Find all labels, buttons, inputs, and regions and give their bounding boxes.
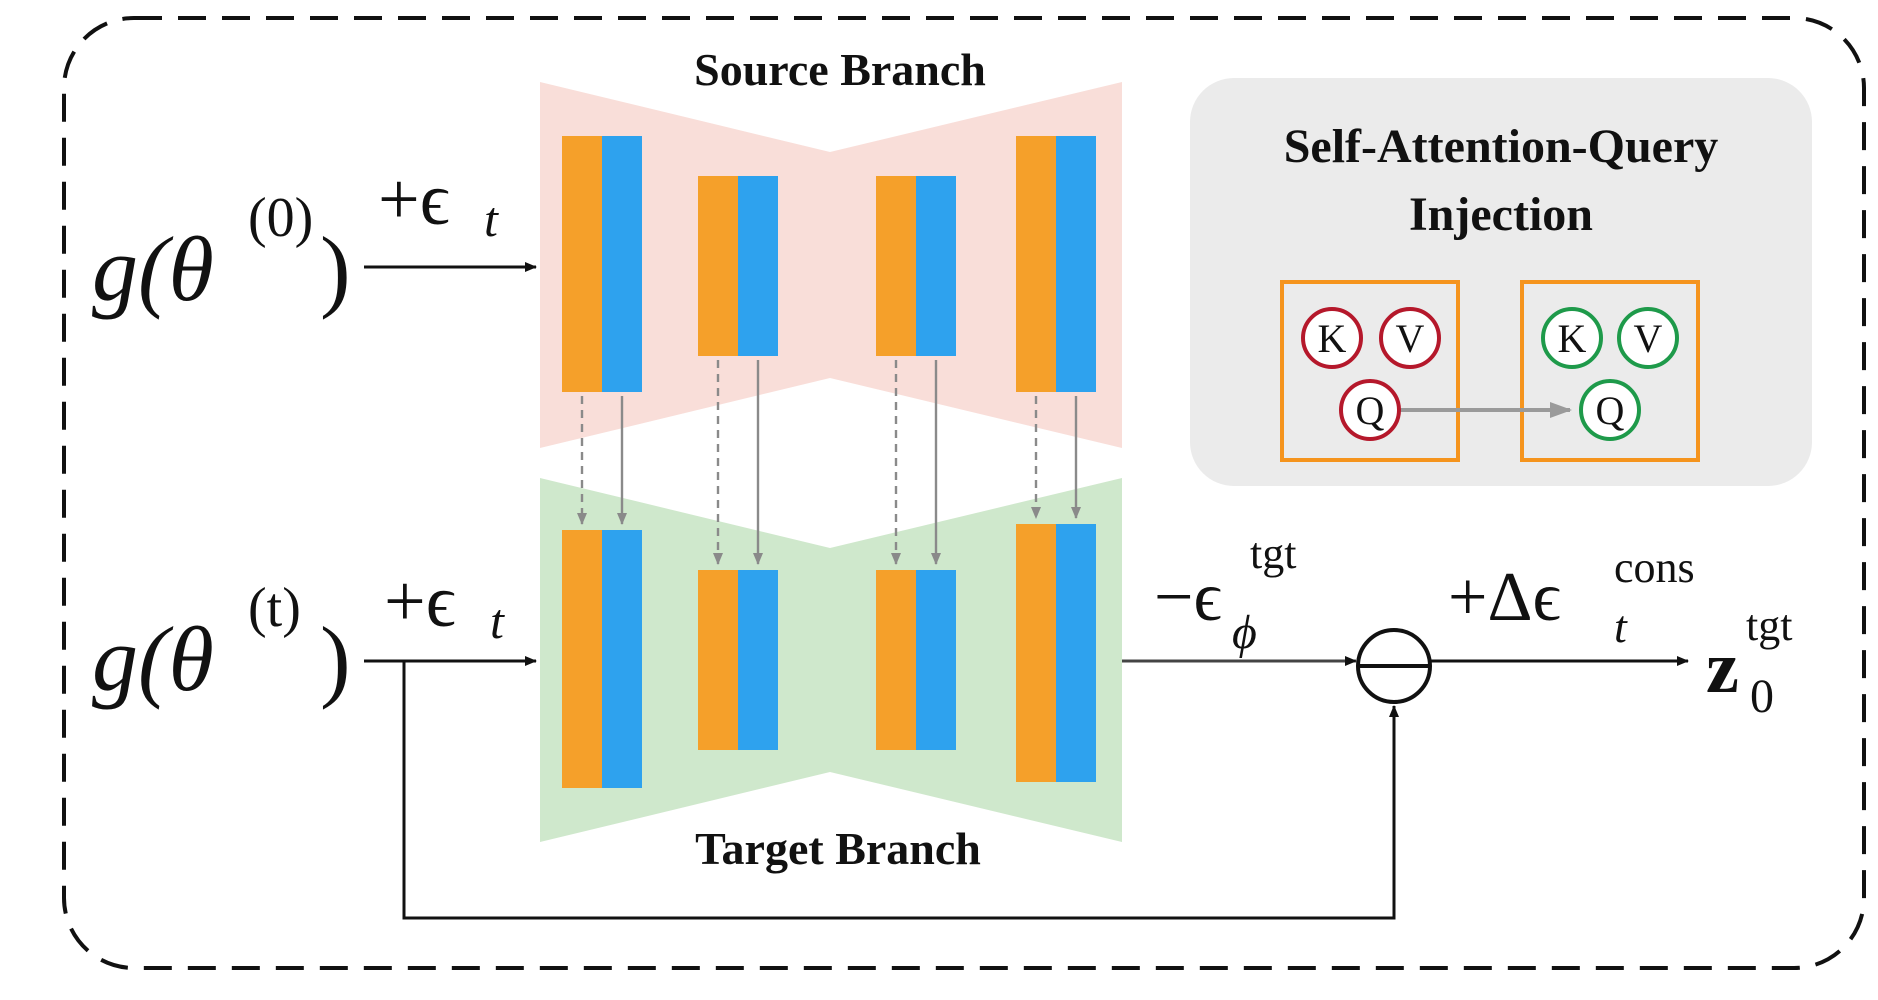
source-noise-label: +ϵ <box>378 159 450 241</box>
outer-dashed-frame <box>62 16 1866 970</box>
source-feature-4-orange <box>1016 136 1056 392</box>
target-feature-1-blue <box>602 530 642 788</box>
source-query-label: Q <box>1356 388 1385 433</box>
consistency-symbol: +Δϵ <box>1448 559 1561 636</box>
target-key-label: K <box>1558 316 1587 361</box>
final-output-label: z 0 tgt <box>1706 601 1792 723</box>
target-branch: Target Branch <box>540 478 1122 874</box>
source-feature-4-blue <box>1056 136 1096 392</box>
source-branch: Source Branch <box>540 44 1122 448</box>
target-value-circle <box>1617 307 1679 369</box>
target-key-circle <box>1541 307 1603 369</box>
attention-injection-panel: Self-Attention-Query Injection K V Q K V… <box>1190 78 1812 486</box>
predicted-noise-subscript: ϕ <box>1232 606 1257 659</box>
final-output-subscript: 0 <box>1750 670 1774 723</box>
source-input-close-paren: ) <box>320 218 351 320</box>
source-feature-3-orange <box>876 176 916 356</box>
target-feature-3-blue <box>916 570 956 750</box>
target-feature-4-orange <box>1016 524 1056 782</box>
source-input-expression: g(θ <box>92 218 214 320</box>
consistency-superscript: cons <box>1614 543 1695 592</box>
target-feature-3-orange <box>876 570 916 750</box>
target-feature-2-orange <box>698 570 738 750</box>
target-input-close-paren: ) <box>320 608 351 710</box>
target-input: g(θ (t) ) +ϵ t <box>92 561 537 710</box>
target-attention-box <box>1520 280 1700 462</box>
source-feature-1-orange <box>562 136 602 392</box>
target-feature-4-blue <box>1056 524 1096 782</box>
source-feature-3-blue <box>916 176 956 356</box>
consistency-correction-label: +Δϵ t cons <box>1448 543 1695 652</box>
source-input-superscript: (0) <box>248 187 313 249</box>
predicted-noise-superscript: tgt <box>1250 529 1296 578</box>
source-input: g(θ (0) ) +ϵ t <box>92 159 537 320</box>
target-noise-label: +ϵ <box>384 561 456 643</box>
attention-panel-title-line1: Self-Attention-Query <box>1284 120 1719 173</box>
target-input-expression: g(θ <box>92 608 214 710</box>
source-value-label: V <box>1396 316 1425 361</box>
source-branch-label: Source Branch <box>694 44 986 95</box>
consistency-subscript: t <box>1614 601 1628 652</box>
target-feature-2-blue <box>738 570 778 750</box>
predicted-noise-symbol: −ϵ <box>1154 559 1222 636</box>
source-key-label: K <box>1318 316 1347 361</box>
final-output-superscript: tgt <box>1746 601 1792 650</box>
source-key-circle <box>1301 307 1363 369</box>
source-feature-1-blue <box>602 136 642 392</box>
skip-connection-line <box>402 661 1399 920</box>
source-noise-subscript: t <box>484 191 499 247</box>
target-noise-subscript: t <box>490 593 505 649</box>
final-output-symbol: z <box>1706 627 1739 709</box>
target-query-label: Q <box>1596 388 1625 433</box>
target-branch-label: Target Branch <box>695 823 981 874</box>
target-feature-1-orange <box>562 530 602 788</box>
target-value-label: V <box>1634 316 1663 361</box>
target-query-circle <box>1579 379 1641 441</box>
predicted-noise-label: −ϵ ϕ tgt <box>1154 529 1296 659</box>
injection-arrows <box>577 360 1081 565</box>
source-query-circle <box>1339 379 1401 441</box>
source-feature-2-orange <box>698 176 738 356</box>
target-input-superscript: (t) <box>248 577 301 639</box>
attention-panel-title-line2: Injection <box>1409 188 1593 241</box>
source-feature-2-blue <box>738 176 778 356</box>
source-value-circle <box>1379 307 1441 369</box>
subtract-node <box>1356 628 1432 704</box>
